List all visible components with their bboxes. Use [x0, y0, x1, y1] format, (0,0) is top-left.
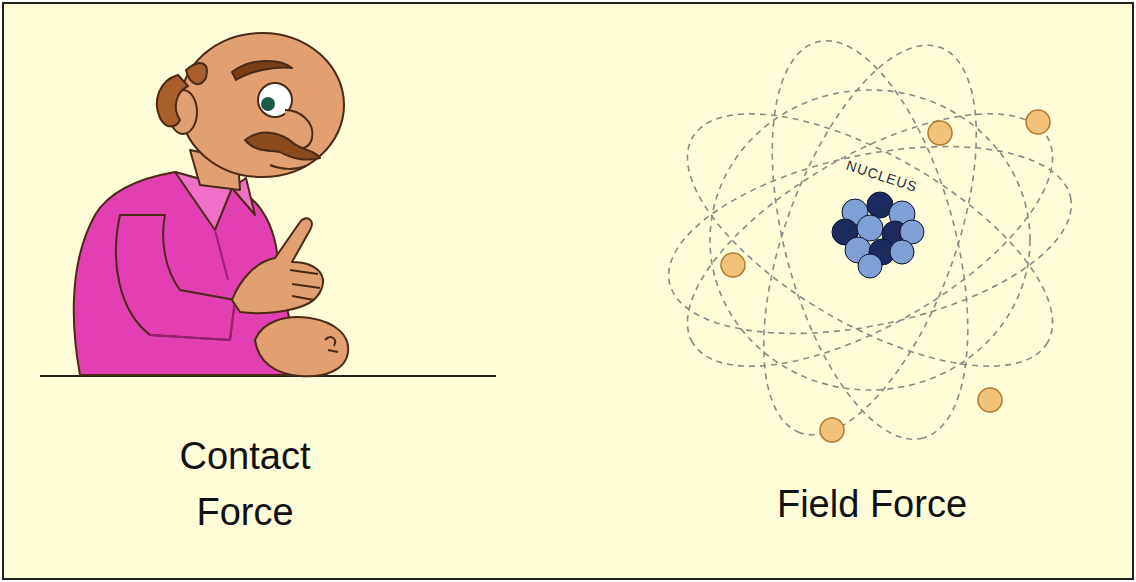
force-label: Contact Force: [140, 428, 350, 540]
man-figure: [74, 33, 348, 376]
orbit-paths: [650, 18, 1090, 461]
electrons: [721, 110, 1050, 442]
nucleus-cluster: [832, 192, 924, 278]
force-label: Field Force: [722, 481, 1022, 527]
